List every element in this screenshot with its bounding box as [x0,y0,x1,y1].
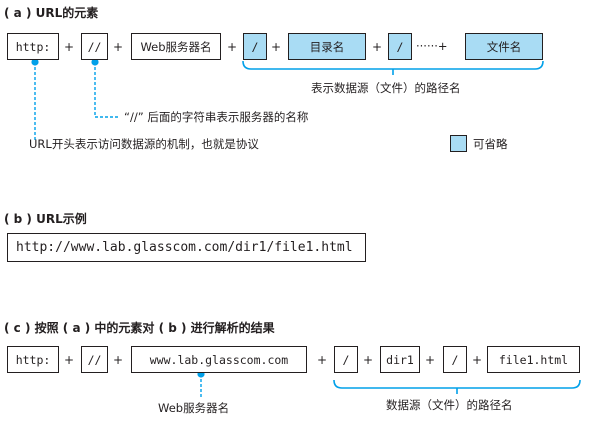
plus-sign: + [112,40,124,54]
plus-sign: + [226,40,238,54]
plus-sign: + [63,353,75,367]
plus-sign: + [471,353,483,367]
slashes-note: “//” 后面的字符串表示服务器的名称 [124,110,309,124]
scheme-note: URL开头表示访问数据源的机制，也就是协议 [29,137,259,151]
optional-legend-swatch [450,135,467,152]
slash-box-optional: / [388,33,412,60]
slash-box: / [334,346,358,373]
server-box: Web服务器名 [131,33,221,60]
section-a-heading: ( a ) URL的元素 [4,6,99,20]
path-bracket-c [333,379,581,389]
plus-sign: + [63,40,75,54]
file-box-optional: 文件名 [465,33,543,60]
section-b-heading: ( b ) URL示例 [4,212,87,226]
dir-box-optional: 目录名 [288,33,366,60]
scheme-box: http: [7,33,59,60]
dir-box: dir1 [380,346,420,373]
example-url-box: http://www.lab.glasscom.com/dir1/file1.h… [7,233,366,262]
slash-box-optional: / [243,33,267,60]
plus-sign: + [316,353,328,367]
plus-sign: + [371,40,383,54]
section-c-heading: ( c ) 按照 ( a ) 中的元素对 ( b ) 进行解析的结果 [4,321,275,335]
slashes-box: // [81,33,108,60]
plus-sign: + [112,353,124,367]
optional-legend-label: 可省略 [473,137,508,151]
path-bracket-a [242,60,544,70]
plus-sign: + [270,40,282,54]
path-label-c: 数据源（文件）的路径名 [386,398,513,412]
server-box: www.lab.glasscom.com [131,346,307,373]
scheme-connector-dot [31,58,39,66]
plus-sign: + [424,353,436,367]
slash-box: / [443,346,467,373]
slashes-connector-dot [91,58,99,66]
file-box: file1.html [487,346,580,373]
plus-sign: + [362,353,374,367]
scheme-box: http: [7,346,59,373]
slashes-connector [94,62,120,118]
slashes-box: // [81,346,108,373]
server-label-c: Web服务器名 [158,401,230,415]
path-label-a: 表示数据源（文件）的路径名 [311,81,461,95]
ellipsis-plus: ······+ [416,39,448,53]
